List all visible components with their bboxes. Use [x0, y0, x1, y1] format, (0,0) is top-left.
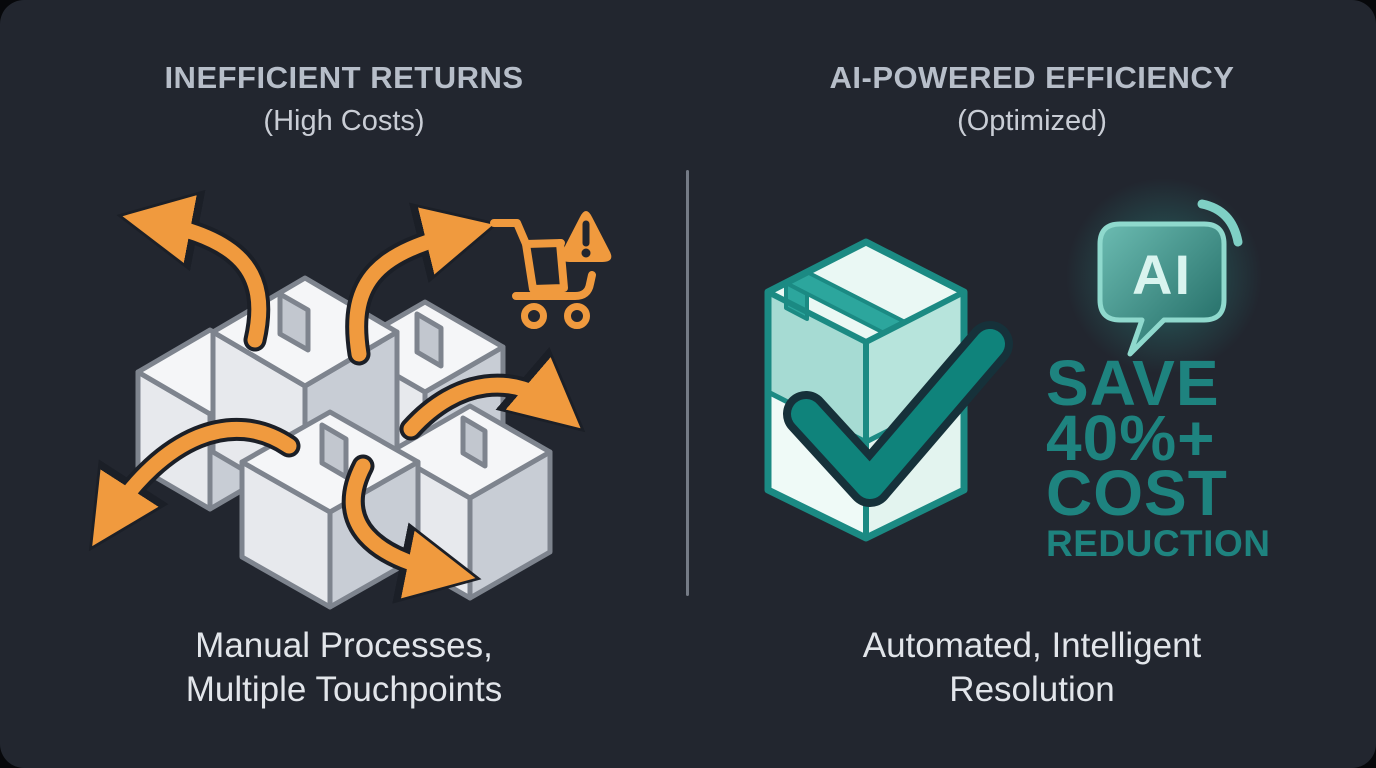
right-caption-line1: Automated, Intelligent	[862, 626, 1202, 665]
ai-badge-label: AI	[1132, 243, 1192, 306]
right-subtitle: (Optimized)	[957, 105, 1107, 137]
vertical-divider	[686, 170, 689, 596]
package-check-icon	[764, 238, 1013, 542]
boxes-cluster-icon	[88, 189, 612, 610]
savings-line-4: REDUCTION	[1046, 523, 1271, 564]
outbound-arrows-icon	[88, 189, 586, 604]
right-title: AI-POWERED EFFICIENCY	[829, 60, 1235, 95]
checkmark-icon	[783, 321, 1013, 507]
savings-line-2: 40%+	[1046, 402, 1216, 474]
warning-triangle-icon	[560, 211, 612, 262]
right-caption-line2: Resolution	[949, 670, 1115, 709]
right-panel-header: AI-POWERED EFFICIENCY (Optimized)	[688, 60, 1376, 138]
left-caption-line1: Manual Processes,	[195, 626, 493, 665]
savings-callout: SAVE 40%+ COST REDUCTION	[1046, 347, 1296, 565]
ai-chat-bubble-icon: AI	[1066, 178, 1262, 374]
signal-arc-icon	[1197, 199, 1243, 247]
left-caption: Manual Processes, Multiple Touchpoints	[0, 624, 688, 712]
left-subtitle: (High Costs)	[263, 105, 425, 137]
savings-line-1: SAVE	[1046, 347, 1220, 419]
cart-warning-icon	[490, 211, 612, 329]
right-caption: Automated, Intelligent Resolution	[688, 624, 1376, 712]
left-title: INEFFICIENT RETURNS	[164, 60, 524, 95]
speech-bubble	[1097, 221, 1227, 357]
left-panel-header: INEFFICIENT RETURNS (High Costs)	[0, 60, 688, 138]
left-caption-line2: Multiple Touchpoints	[185, 670, 503, 709]
savings-line-3: COST	[1046, 457, 1228, 529]
